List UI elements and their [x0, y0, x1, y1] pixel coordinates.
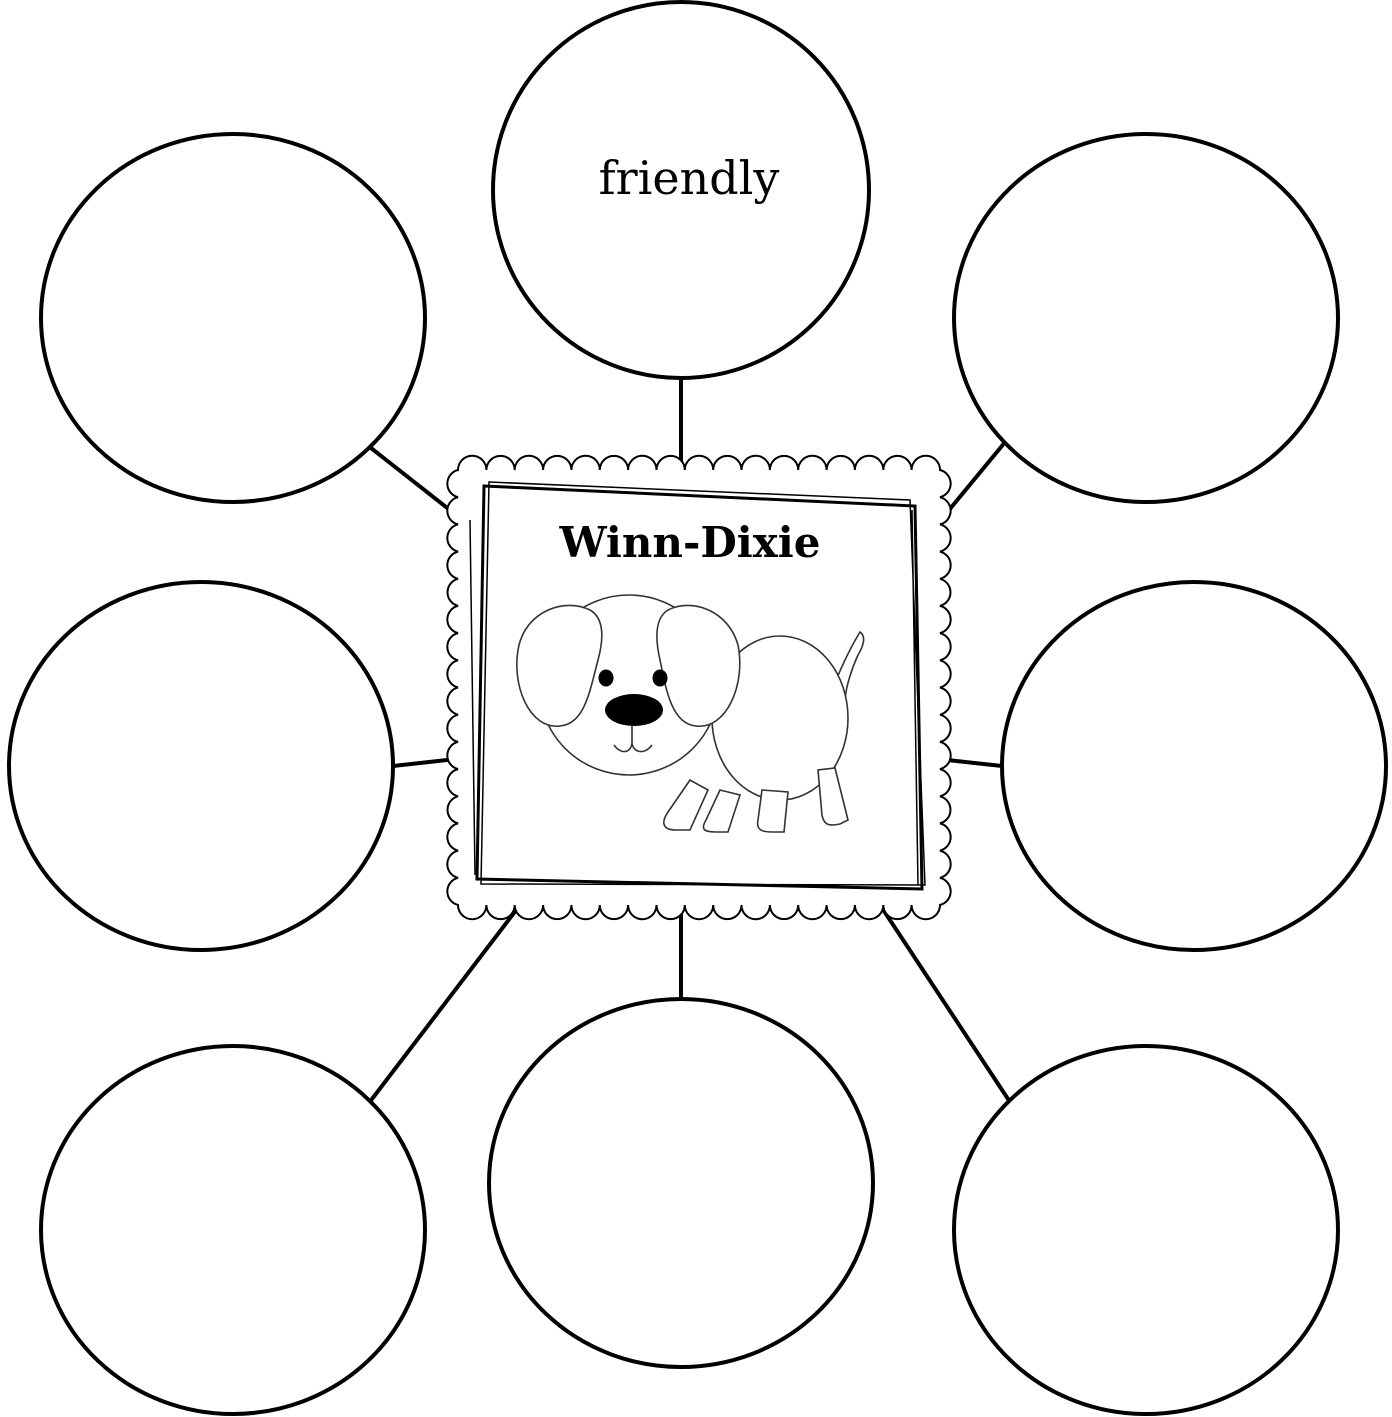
center-title: Winn-Dixie — [559, 518, 821, 567]
bubble-top-label: friendly — [599, 151, 780, 205]
connector-lower-right — [880, 905, 1008, 1099]
bubble-upper-left[interactable] — [41, 134, 425, 502]
bubble-middle-left[interactable] — [9, 582, 393, 950]
connector-lower-left — [372, 905, 520, 1099]
bubble-top[interactable]: friendly — [493, 2, 869, 378]
bubble-lower-left[interactable] — [41, 1046, 425, 1414]
dog-nose — [605, 694, 663, 726]
bubble-lower-right[interactable] — [954, 1046, 1338, 1414]
center-frame: Winn-Dixie — [447, 456, 950, 919]
dog-eye-right — [653, 670, 668, 687]
dog-eye-left — [599, 670, 614, 687]
bubble-bottom[interactable] — [489, 999, 873, 1367]
bubble-upper-right[interactable] — [954, 134, 1338, 502]
connector-middle-left — [393, 759, 456, 766]
bubble-middle-right[interactable] — [1002, 582, 1386, 950]
